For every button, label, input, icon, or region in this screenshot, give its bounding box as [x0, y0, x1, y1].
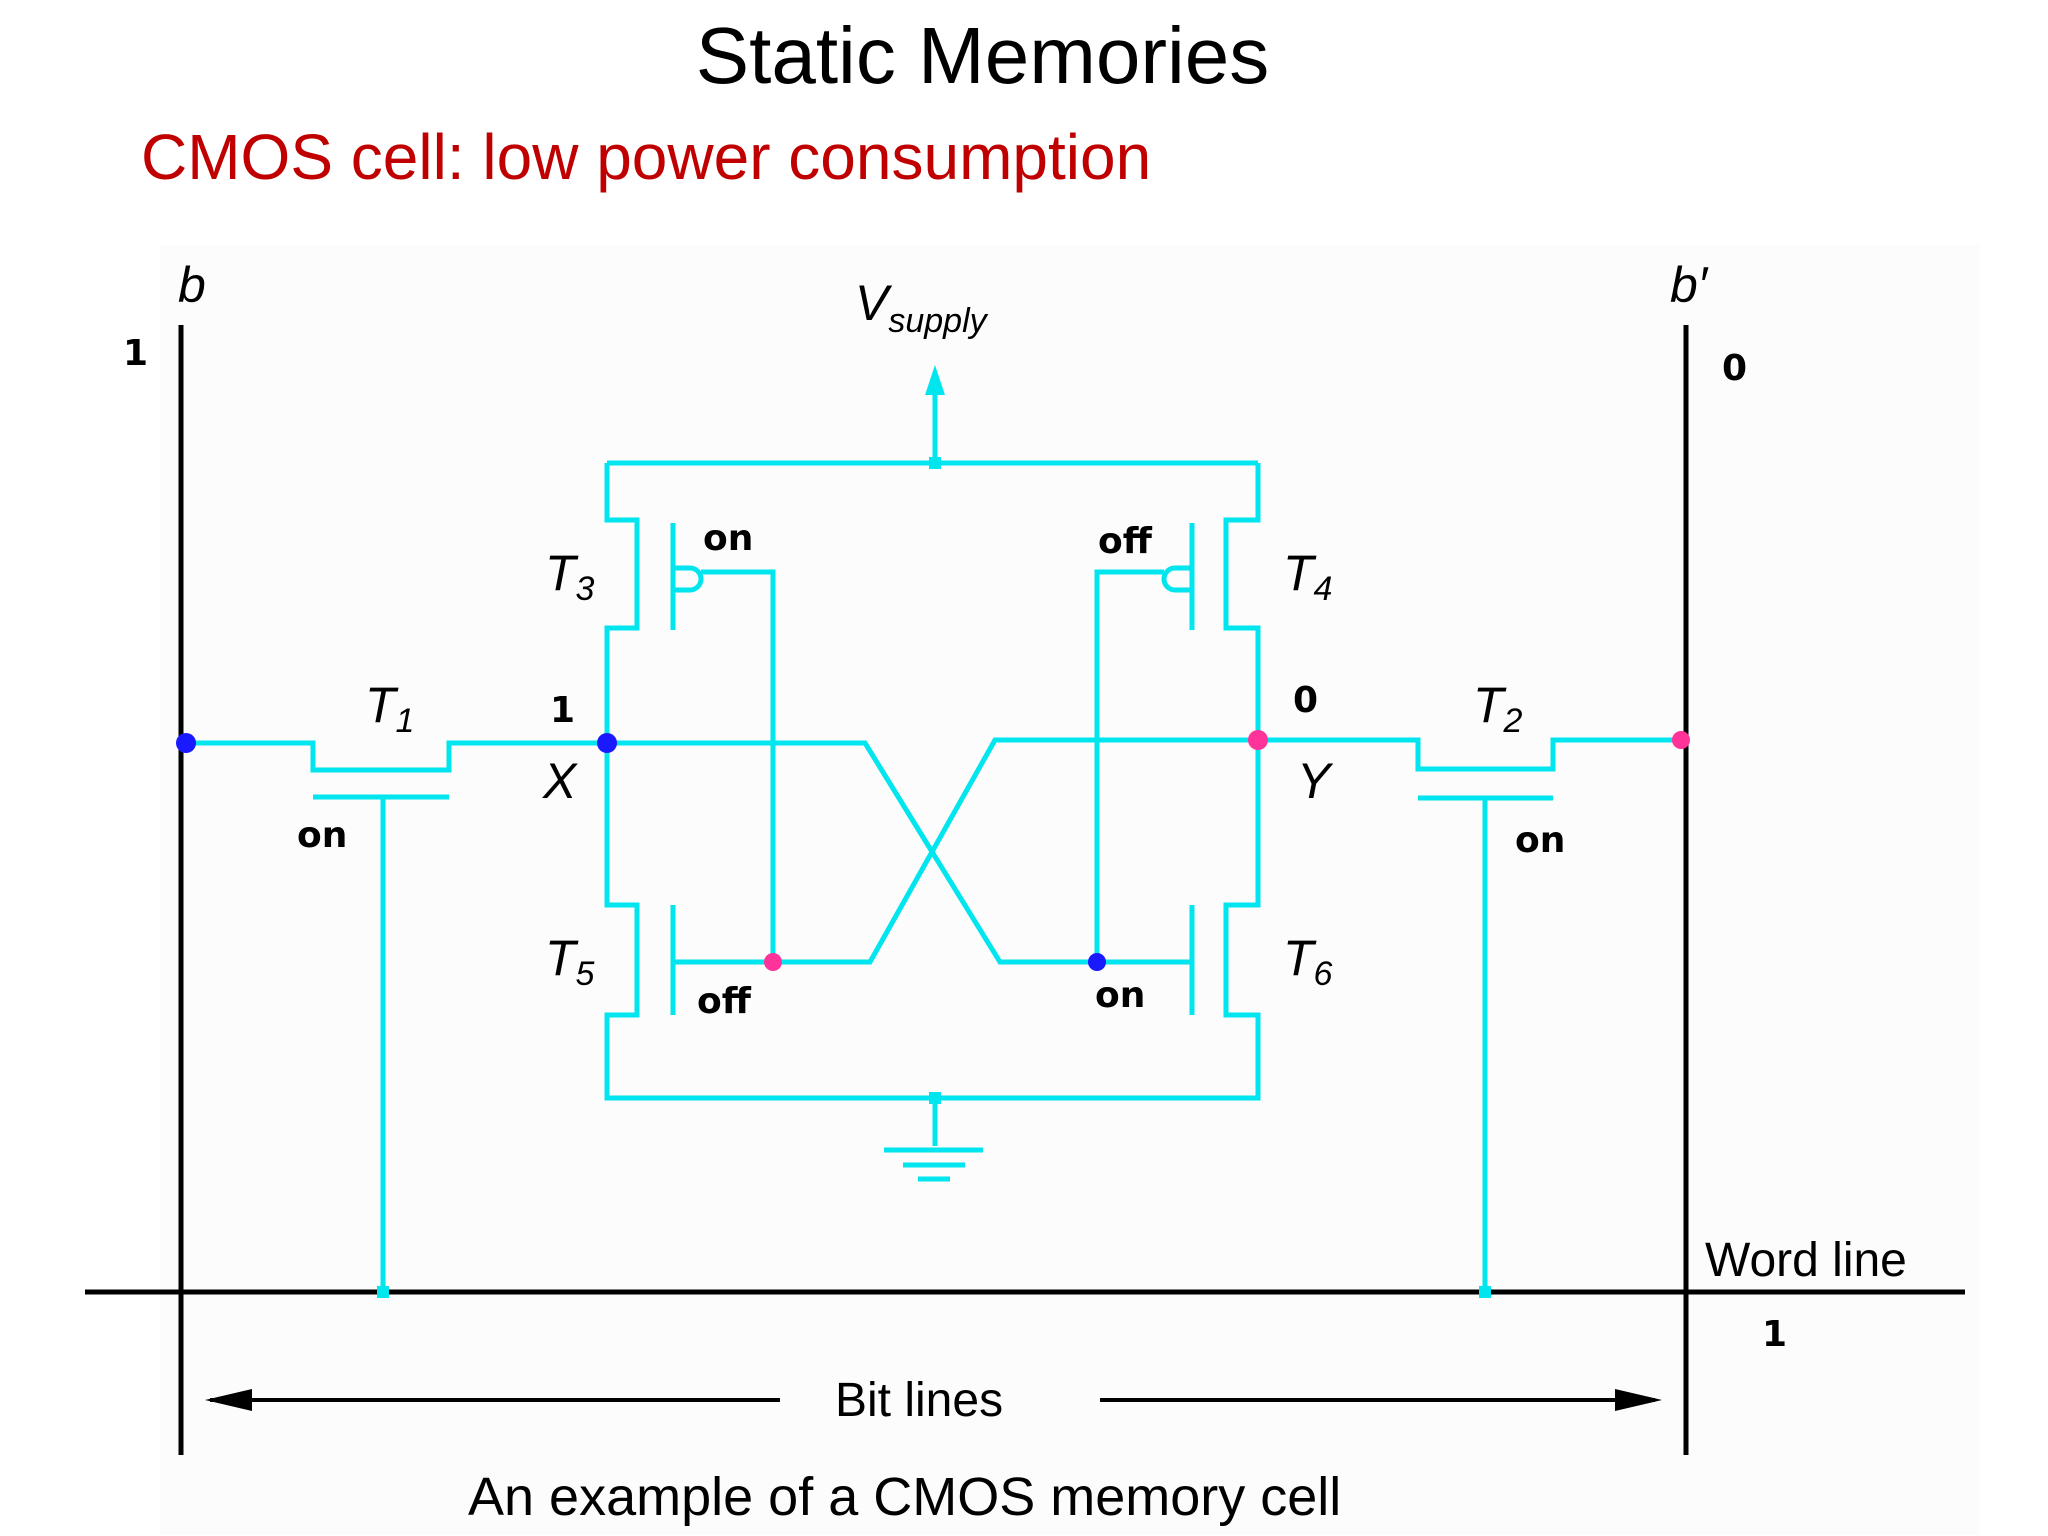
supply-arrow-icon [925, 365, 945, 395]
t4-label: T4 [1283, 545, 1332, 608]
node-y-label: Y [1297, 753, 1334, 809]
bit-line-b-value: 1 [123, 333, 148, 374]
t6-state: on [1095, 975, 1145, 1016]
diagram-caption: An example of a CMOS memory cell [468, 1467, 1341, 1527]
t6-label: T6 [1283, 930, 1333, 993]
t5-state: off [697, 981, 752, 1022]
t1-state: on [297, 815, 347, 856]
bit-line-b-prime-value: 0 [1722, 348, 1747, 389]
figure-panel [160, 245, 1980, 1535]
node-x-label: X [542, 753, 578, 809]
slide-title: Static Memories [695, 11, 1270, 100]
t2-state: on [1515, 820, 1565, 861]
word-line-value: 1 [1762, 1314, 1787, 1355]
t3-label: T3 [545, 545, 595, 608]
vsupply-label: Vsupply [855, 275, 989, 340]
bit-line-b-label: b [178, 257, 206, 313]
word-line-label: Word line [1705, 1234, 1907, 1287]
t3-state: on [703, 518, 753, 559]
slide-subtitle: CMOS cell: low power consumption [141, 121, 1152, 193]
bit-lines-label: Bit lines [835, 1374, 1003, 1427]
bit-line-b-prime-label: b′ [1670, 257, 1709, 313]
node-x-value: 1 [550, 690, 575, 731]
t2-label: T2 [1473, 677, 1523, 740]
bit-lines-arrow [205, 1389, 1662, 1411]
t4-state: off [1098, 521, 1153, 562]
junction-dots [176, 457, 1690, 1298]
node-y-value: 0 [1293, 680, 1318, 721]
t5-label: T5 [545, 930, 595, 993]
t1-label: T1 [365, 677, 414, 740]
